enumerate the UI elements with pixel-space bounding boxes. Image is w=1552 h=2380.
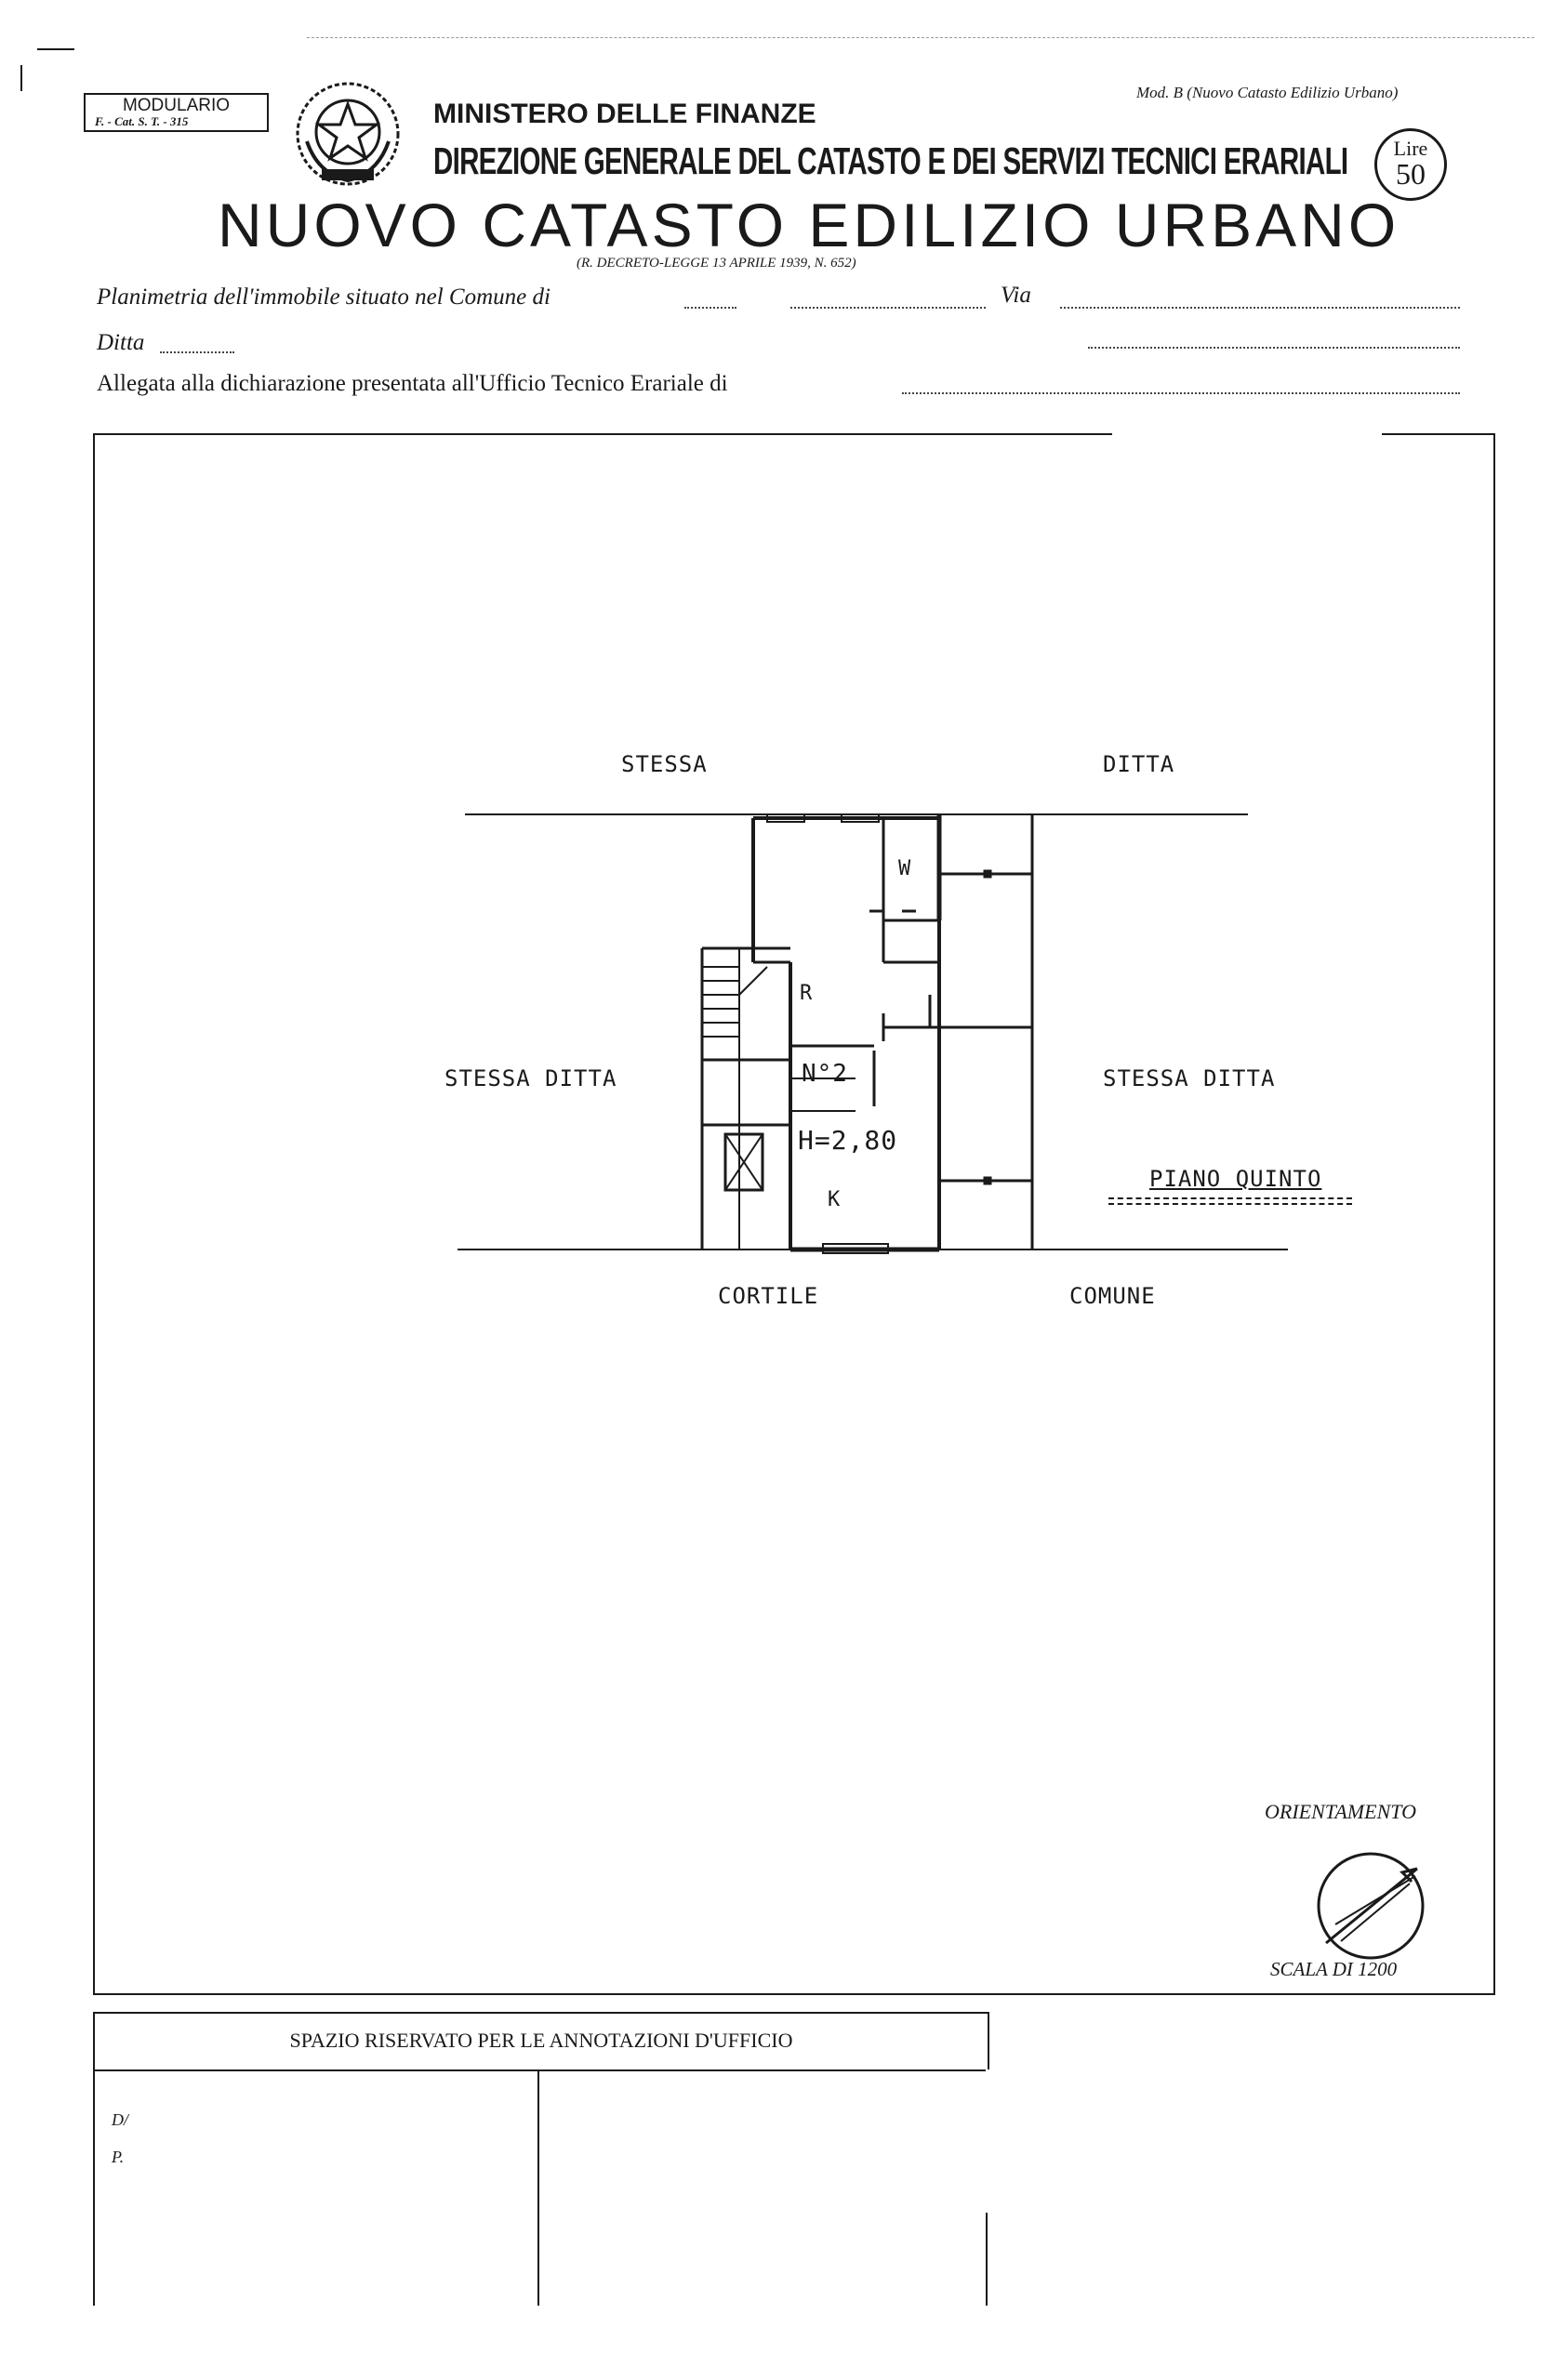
allegata-label: Allegata alla dichiarazione presentata a… [97,371,728,396]
compass-icon [1317,1852,1425,1960]
modulario-code: F. - Cat. S. T. - 315 [95,113,189,128]
frame-top-left [93,433,1112,435]
via-field[interactable] [1060,307,1460,309]
ministry-title: MINISTERO DELLE FINANZE [433,99,816,129]
office-left-border [93,2069,95,2306]
plan-bottom-left-label: CORTILE [718,1283,819,1309]
room-k-label: K [828,1188,842,1211]
modulario-box: MODULARIO F. - Cat. S. T. - 315 [84,93,269,132]
comune-field-ext[interactable] [790,307,986,309]
ditta-field-ext[interactable] [1088,347,1460,349]
frame-top-right [1382,433,1495,435]
main-title: NUOVO CATASTO EDILIZIO URBANO [218,191,1400,259]
lire-value: 50 [1396,157,1426,191]
direction-title: DIREZIONE GENERALE DEL CATASTO E DEI SER… [433,139,1348,182]
plan-top-right-label: DITTA [1103,751,1175,777]
orientation-label: ORIENTAMENTO [1265,1800,1416,1823]
lire-stamp: Lire 50 [1374,128,1447,201]
lire-label: Lire [1393,137,1428,160]
unit-number-label: N°2 [802,1060,848,1088]
office-column-divider [537,2069,539,2306]
model-label: Mod. B (Nuovo Catasto Edilizio Urbano) [1136,84,1399,101]
frame-bottom [93,1993,1495,1995]
office-divider [93,2069,986,2071]
plan-top-left-label: STESSA [621,751,708,777]
ufficio-field[interactable] [902,392,1460,394]
modulario-title: MODULARIO [122,96,231,115]
drawing-frame [93,433,1495,1995]
ditta-field[interactable] [160,351,234,353]
floor-underline-b [1108,1203,1352,1205]
frame-left [93,433,95,1995]
planimetria-label: Planimetria dell'immobile situato nel Co… [97,284,550,310]
floor-plan-drawing [458,813,1288,1254]
republic-emblem-icon [296,82,400,186]
decree-note: (R. DECRETO-LEGGE 13 APRILE 1939, N. 652… [577,256,856,271]
plan-bottom-right-label: COMUNE [1069,1283,1156,1309]
office-reserved-title: SPAZIO RISERVATO PER LE ANNOTAZIONI D'UF… [289,2029,793,2052]
comune-field[interactable] [684,307,736,309]
plan-right-label: STESSA DITTA [1103,1065,1276,1091]
scan-mark [37,48,74,50]
height-label: H=2,80 [798,1125,898,1156]
office-header-box: SPAZIO RISERVATO PER LE ANNOTAZIONI D'UF… [93,2012,989,2069]
office-right-border [986,2213,988,2306]
floor-underline-a [1108,1197,1352,1199]
scan-edge [307,37,1534,38]
plan-left-label: STESSA DITTA [444,1065,617,1091]
ditta-label: Ditta [97,330,145,355]
office-note-d: D/ [112,2110,128,2129]
scan-mark [20,65,22,91]
plan-floor-label: PIANO QUINTO [1149,1166,1322,1192]
via-label: Via [1001,283,1031,308]
office-note-p: P. [112,2148,125,2166]
room-r-label: R [800,982,814,1005]
scale-label: SCALA DI 1200 [1270,1958,1398,1980]
room-w-label: W [898,857,912,880]
frame-right [1493,433,1495,1995]
